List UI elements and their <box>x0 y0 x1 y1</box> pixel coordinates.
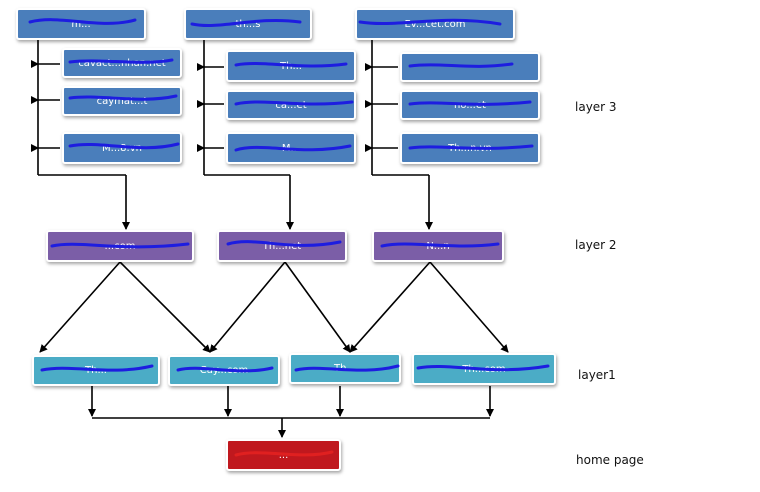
layer3-group1-child-2[interactable]: caymat...t <box>62 86 182 116</box>
layer2-label: layer 2 <box>575 238 617 252</box>
scribble-mark-red <box>234 450 334 457</box>
layer3-group2-root[interactable]: th...s <box>184 8 312 40</box>
layer3-label: layer 3 <box>575 100 617 114</box>
scribble-mark <box>234 62 348 68</box>
scribble-mark <box>408 144 534 150</box>
scribble-mark <box>68 142 180 150</box>
home-page-label: home page <box>576 453 644 467</box>
scribble-mark <box>234 100 354 106</box>
scribble-mark <box>416 364 550 372</box>
scribble-mark <box>190 18 302 28</box>
layer1-label: layer1 <box>578 368 616 382</box>
layer3-group1-root[interactable]: m... <box>16 8 146 40</box>
scribble-mark <box>28 18 137 25</box>
scribble-mark <box>234 144 352 152</box>
scribble-mark <box>68 94 178 101</box>
node-label: caymat...t <box>96 95 148 107</box>
node-label: m... <box>71 18 91 30</box>
scribble-mark <box>380 242 500 248</box>
scribble-mark <box>40 364 154 372</box>
scribble-mark <box>176 366 274 373</box>
scribble-mark <box>408 62 514 68</box>
scribble-mark <box>226 240 342 247</box>
node-label: Th...net <box>262 240 302 252</box>
scribble-mark <box>50 242 190 249</box>
node-label: th...s <box>235 18 261 30</box>
scribble-mark <box>294 364 400 372</box>
scribble-mark <box>68 58 174 64</box>
layer3-group2-child-2[interactable]: ca...et <box>226 90 356 120</box>
scribble-mark <box>358 18 502 26</box>
layer2-node-2[interactable]: Th...net <box>217 230 347 262</box>
scribble-mark <box>408 100 532 106</box>
node-label: ca...et <box>275 99 307 111</box>
node-label: Ev...cet.com <box>404 18 466 30</box>
